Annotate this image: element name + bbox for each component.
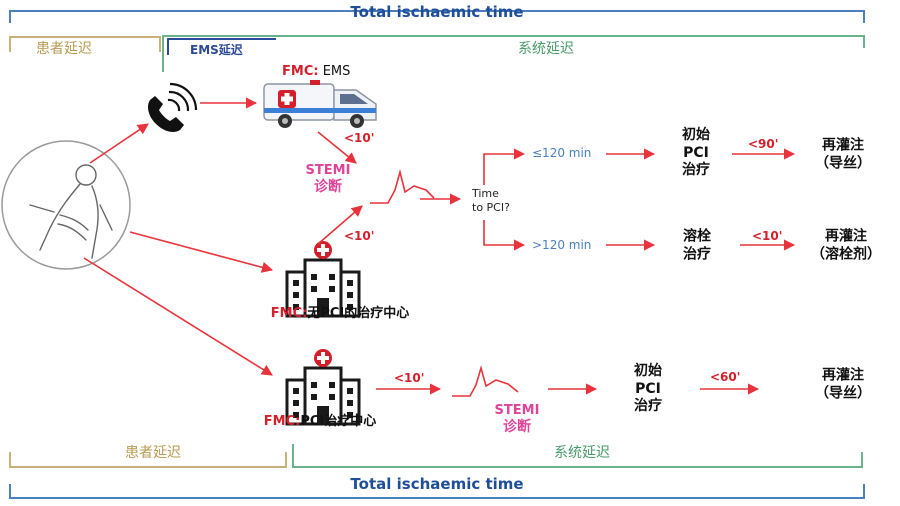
arrow-decision-to-fast [483,148,526,185]
patient-delay-label-bottom: 患者延迟 [125,445,181,461]
total-time-bracket-bottom [9,484,865,499]
ambulance-icon [263,80,377,128]
hospital-icon [285,241,361,318]
system-delay-bracket-top [162,35,865,72]
reperfusion-lytic-label: 再灌注 （溶栓剂） [811,228,881,263]
time-pci-to-reperfusion-2: <60' [710,370,741,384]
primary-pci-label-2: 初始 PCI 治疗 [634,362,662,414]
patient-icon [1,140,131,270]
fmc-pci-center-label: FMC:PCI治疗中心 [263,414,377,429]
ecg-icon [370,168,435,204]
reperfusion-wire-label-2: 再灌注 （导丝） [815,367,871,402]
total-time-bracket-top [9,10,865,23]
time-to-pci-decision: Time to PCI? [472,187,510,215]
fmc-ems-label: FMC: EMS [282,64,351,79]
fmc-nonpci-center-label: FMC:无PCI的治疗中心 [270,306,410,321]
total-time-label-top: Total ischaemic time [350,3,524,21]
ems-delay-bracket-top [167,38,276,55]
primary-pci-label: 初始 PCI 治疗 [682,126,710,178]
reperfusion-wire-label: 再灌注 （导丝） [815,137,871,172]
patient-delay-label-top: 患者延迟 [36,41,92,57]
hospital-icon [285,349,361,426]
arrow-decision-to-slow [483,220,526,251]
time-lysis-to-reperfusion: <10' [752,229,783,243]
arrow-nonpci-to-ecg [317,205,363,245]
system-delay-label-bottom: 系统延迟 [554,445,610,461]
arrow-patient-to-nonpci [129,231,274,273]
arrow-patient-to-pci-center [83,257,273,376]
system-delay-bracket-bottom [292,444,863,468]
branch-fast-label: ≤120 min [532,146,592,160]
arrow-patient-to-phone [89,123,149,164]
total-time-label-bottom: Total ischaemic time [350,475,524,493]
phone-icon [148,82,198,132]
branch-slow-label: >120 min [532,238,592,252]
time-nonpci-to-stemi: <10' [344,229,375,243]
system-delay-label-top: 系统延迟 [518,41,574,57]
time-ambulance-to-stemi: <10' [344,131,375,145]
arrow-ambulance-to-stemi [317,131,357,164]
stemi-diagnosis-ems: STEMI 诊断 [305,163,351,196]
patient-delay-bracket-bottom [9,452,287,468]
time-pci-to-reperfusion: <90' [748,137,779,151]
stemi-diagnosis-pci-center: STEMI 诊断 [494,403,540,436]
thrombolysis-label: 溶栓 治疗 [683,228,711,263]
time-pci-center-to-stemi: <10' [394,371,425,385]
ems-delay-label: EMS延迟 [190,43,243,57]
patient-delay-bracket-top [9,36,161,52]
ecg-icon [452,365,519,397]
